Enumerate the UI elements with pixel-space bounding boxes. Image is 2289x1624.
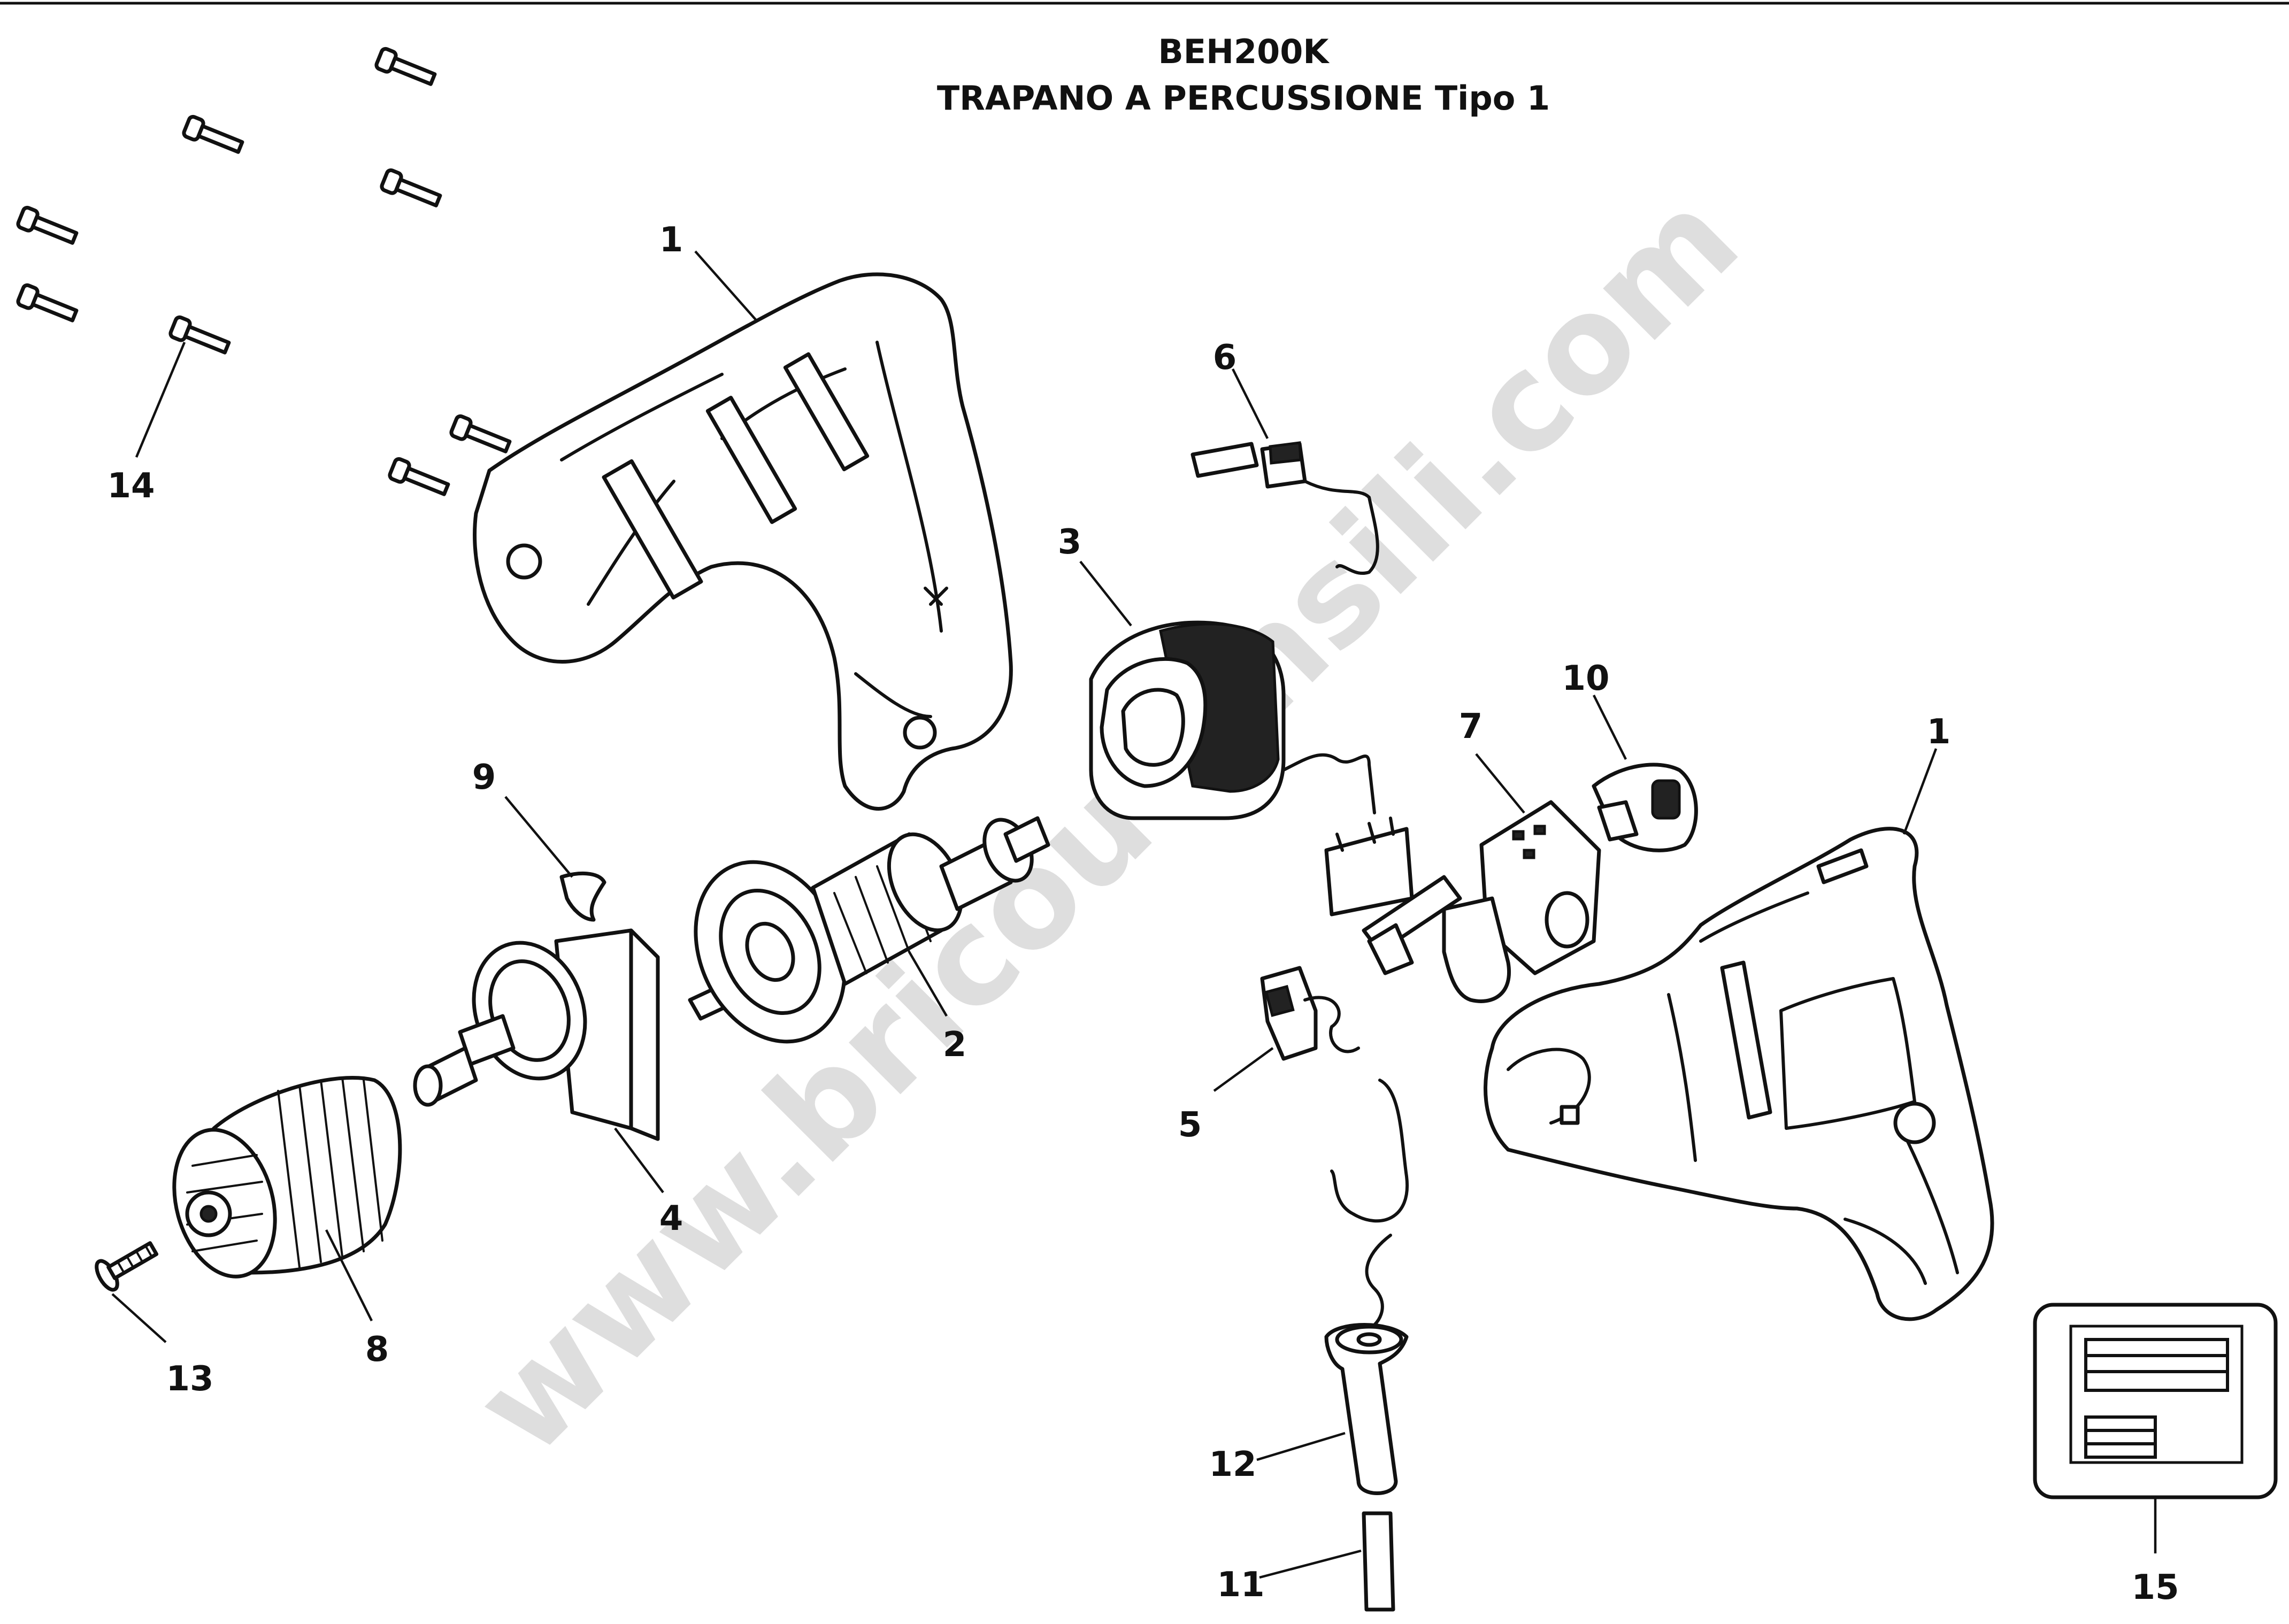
callout-3: 3 xyxy=(1058,522,1082,562)
selector-knob xyxy=(1592,763,1698,852)
armature xyxy=(688,816,1050,1044)
callout-7: 7 xyxy=(1459,707,1483,746)
screw xyxy=(449,414,512,453)
cord-guard xyxy=(1324,1323,1409,1495)
screw xyxy=(16,283,79,322)
leader-7 xyxy=(1475,753,1525,814)
callout-14: 14 xyxy=(107,466,155,506)
screw xyxy=(374,47,437,86)
callout-5: 5 xyxy=(1178,1105,1202,1145)
rating-label xyxy=(2033,1303,2278,1499)
callout-2: 2 xyxy=(943,1025,967,1065)
right-housing-half xyxy=(1484,827,1994,1321)
trigger-switch xyxy=(1362,800,1601,1003)
drill-chuck xyxy=(172,1076,402,1279)
field-coil xyxy=(1089,620,1376,820)
callout-4: 4 xyxy=(659,1199,683,1238)
callout-11: 11 xyxy=(1217,1565,1264,1605)
suppressor-block xyxy=(1324,817,1414,917)
callout-13: 13 xyxy=(166,1359,213,1399)
capacitor xyxy=(1260,966,1360,1061)
screw xyxy=(16,205,79,245)
callout-8: 8 xyxy=(365,1330,389,1369)
gearbox-assembly xyxy=(413,928,660,1141)
screw xyxy=(182,114,244,154)
leader-10 xyxy=(1592,694,1627,760)
leader-6 xyxy=(1231,368,1269,440)
callout-1-left: 1 xyxy=(659,220,683,260)
leader-4 xyxy=(614,1127,664,1194)
callout-15: 15 xyxy=(2131,1568,2179,1607)
screw xyxy=(168,315,231,355)
screw xyxy=(388,457,450,496)
brush-holder xyxy=(1190,441,1379,575)
spring-clip xyxy=(559,871,606,922)
power-cord xyxy=(1330,1079,1409,1612)
leader-12 xyxy=(1256,1431,1346,1461)
leader-13 xyxy=(111,1293,167,1343)
leader-5 xyxy=(1213,1047,1274,1092)
leader-1-left xyxy=(694,250,758,322)
callout-10: 10 xyxy=(1562,659,1609,698)
diagram-title: BEH200K xyxy=(1158,32,1330,71)
screw xyxy=(380,168,442,207)
left-housing-half xyxy=(473,272,1013,811)
leader-1-right xyxy=(1902,748,1938,835)
leader-8 xyxy=(325,1229,373,1322)
callout-12: 12 xyxy=(1209,1445,1256,1484)
leader-9 xyxy=(504,796,573,878)
diagram-subtitle: TRAPANO A PERCUSSIONE Tipo 1 xyxy=(937,79,1550,118)
leader-2 xyxy=(908,951,948,1017)
screw-set-14 xyxy=(16,47,512,496)
leader-14 xyxy=(135,342,186,458)
chuck-screw xyxy=(95,1241,159,1292)
leader-3 xyxy=(1079,560,1132,627)
callout-6: 6 xyxy=(1213,338,1237,378)
callout-1-right: 1 xyxy=(1927,712,1951,752)
callout-9: 9 xyxy=(472,758,496,797)
leader-11 xyxy=(1259,1549,1362,1579)
